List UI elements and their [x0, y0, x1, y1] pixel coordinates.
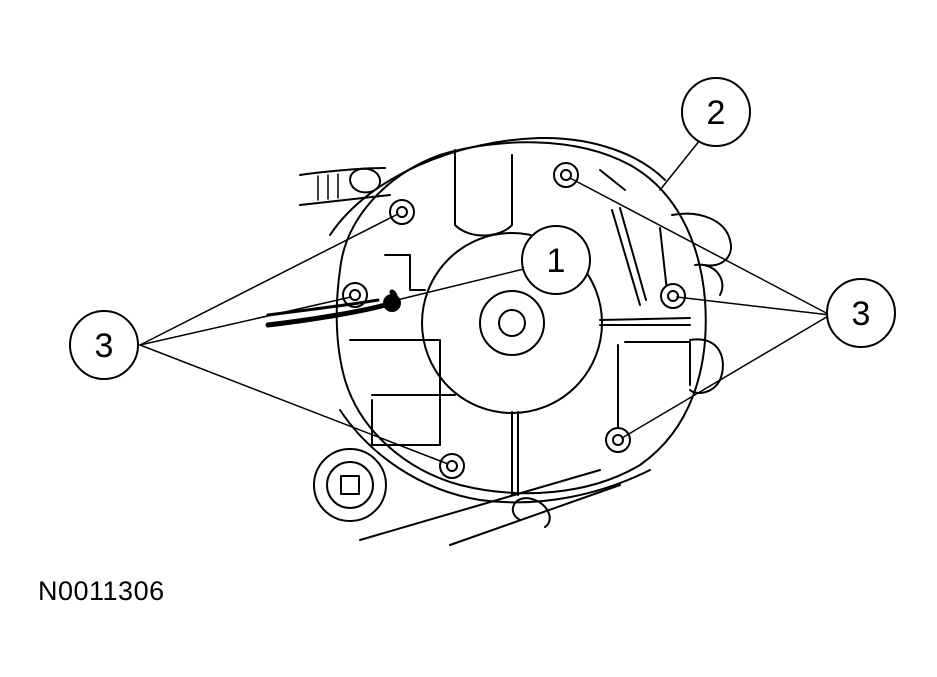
svg-text:1: 1: [547, 242, 566, 280]
bolt-lower-right: [605, 427, 631, 453]
bolt-mid-left: [342, 282, 368, 308]
callout-1: 1: [521, 225, 591, 295]
bolt-lower-left: [439, 453, 465, 479]
engine-bracket-outline: [299, 167, 621, 546]
bolt-right: [660, 283, 686, 309]
plug-fitting: [313, 448, 387, 522]
svg-text:2: 2: [707, 94, 726, 132]
callout-3-left: 3: [69, 310, 139, 380]
figure-id-label: N0011306: [38, 576, 165, 606]
svg-text:3: 3: [852, 295, 871, 333]
callout-3-right: 3: [826, 278, 896, 348]
alternator-housing: [329, 136, 732, 504]
callout-2: 2: [681, 77, 751, 147]
svg-text:3: 3: [95, 327, 114, 365]
bolt-top: [553, 162, 579, 188]
callout-leaders: [139, 139, 831, 465]
bolt-upper-left: [389, 199, 415, 225]
wiring-harness: [265, 289, 401, 328]
